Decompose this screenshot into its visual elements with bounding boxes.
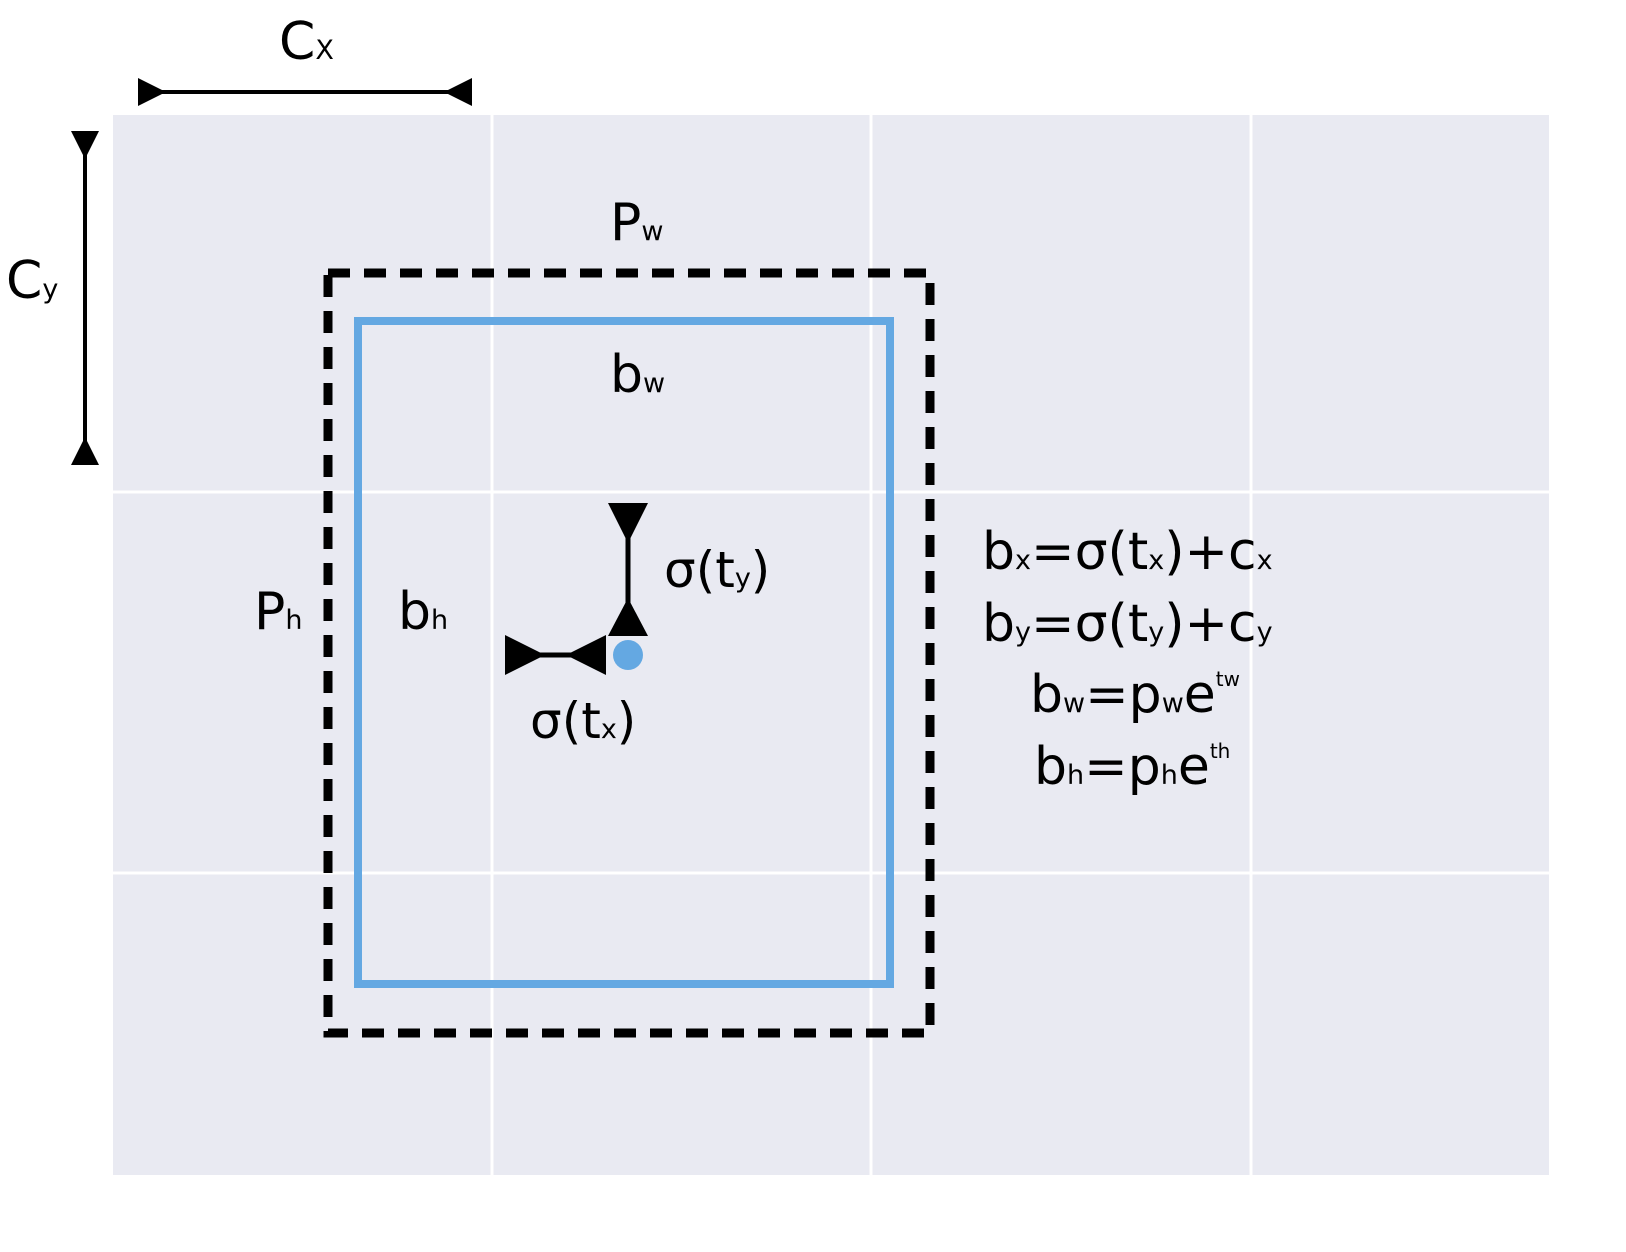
sigma-tx-arrow xyxy=(505,635,606,675)
equation-by: by=σ(ty)+cy xyxy=(982,594,1273,654)
equation-bw: bw=pwetw xyxy=(1030,665,1240,725)
bh-label: bh xyxy=(398,582,448,642)
center-point xyxy=(613,640,643,670)
cell-width-arrow xyxy=(138,78,472,106)
grid-lines xyxy=(113,115,1549,1175)
cell-height-arrow xyxy=(71,131,99,465)
sigma-tx-label: σ(tx) xyxy=(530,692,636,750)
equation-bx: bx=σ(tx)+cx xyxy=(982,522,1273,582)
grid-background xyxy=(113,115,1549,1175)
predicted-box xyxy=(354,317,894,988)
ph-label: Ph xyxy=(254,582,302,642)
sigma-ty-label: σ(ty) xyxy=(664,541,770,599)
cx-label: CX xyxy=(279,12,334,72)
cy-label: Cy xyxy=(6,251,58,311)
bw-label: bw xyxy=(610,345,665,405)
sigma-ty-arrow xyxy=(608,503,648,636)
pw-label: Pw xyxy=(610,193,663,253)
equations: bx=σ(tx)+cx by=σ(ty)+cy bw=pwetw bh=phet… xyxy=(982,522,1273,797)
equation-bh: bh=pheth xyxy=(1034,737,1230,797)
prior-box xyxy=(323,268,935,1038)
